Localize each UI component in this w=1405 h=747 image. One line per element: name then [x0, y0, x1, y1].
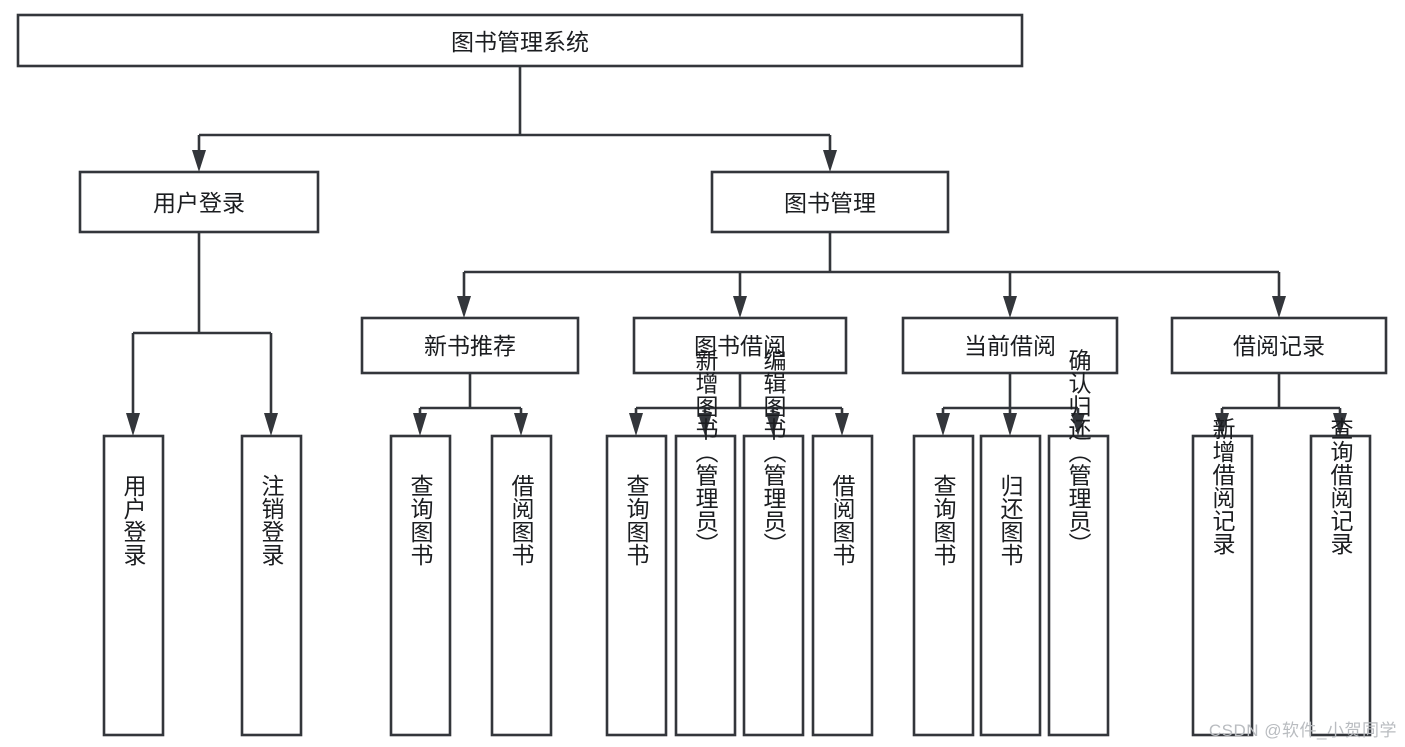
arrow-leaf-edit-book: [766, 413, 780, 436]
node-leaf-borrow-book-2[interactable]: 借阅图书: [811, 434, 874, 737]
node-leaf-query-book-2-box[interactable]: [605, 434, 668, 737]
node-leaf-add-book[interactable]: 新增图书（管理员）: [674, 349, 737, 737]
arrow-leaf-user-login: [126, 413, 140, 436]
node-root[interactable]: 图书管理系统: [16, 13, 1024, 68]
node-leaf-query-book-2-label: 查询图书: [623, 474, 650, 566]
arrow-leaf-query-book-1: [413, 413, 427, 436]
node-leaf-query-book-2[interactable]: 查询图书: [605, 434, 668, 737]
node-leaf-return-book-label: 归还图书: [997, 474, 1024, 566]
node-new-book-rec-label: 新书推荐: [424, 333, 516, 359]
connector-group: [126, 66, 1347, 436]
node-book-manage-box[interactable]: [710, 170, 950, 234]
arrow-leaf-query-book-3: [936, 413, 950, 436]
arrow-leaf-borrow-book-1: [514, 413, 528, 436]
arrow-leaf-query-record: [1333, 413, 1347, 436]
node-leaf-query-book-3-label: 查询图书: [930, 474, 957, 566]
node-leaf-borrow-book-1-box[interactable]: [490, 434, 553, 737]
node-leaf-query-record[interactable]: 查询借阅记录: [1309, 417, 1372, 737]
node-new-book-rec-box[interactable]: [360, 316, 580, 375]
node-borrow-record[interactable]: 借阅记录: [1170, 316, 1388, 375]
node-leaf-logout-box[interactable]: [240, 434, 303, 737]
node-leaf-edit-book-box[interactable]: [742, 434, 805, 737]
arrow-leaf-return-book: [1003, 413, 1017, 436]
node-leaf-logout-label: 注销登录: [258, 474, 285, 566]
node-leaf-edit-book[interactable]: 编辑图书（管理员）: [742, 349, 805, 737]
arrow-book-borrow: [733, 296, 747, 318]
node-leaf-confirm-return[interactable]: 确认归还（管理员）: [1047, 349, 1110, 737]
node-leaf-query-book-1-label: 查询图书: [407, 474, 434, 566]
arrow-current-borrow: [1003, 296, 1017, 318]
node-borrow-record-label: 借阅记录: [1233, 333, 1325, 359]
node-leaf-add-record-label: 新增借阅记录: [1209, 417, 1236, 555]
node-leaf-add-book-label: 新增图书（管理员）: [692, 349, 719, 556]
node-leaf-borrow-book-1-label: 借阅图书: [508, 474, 535, 566]
node-user-login[interactable]: 用户登录: [78, 170, 320, 234]
node-leaf-query-book-3[interactable]: 查询图书: [912, 434, 975, 737]
node-root-label: 图书管理系统: [451, 29, 589, 55]
arrow-leaf-query-book-2: [629, 413, 643, 436]
node-leaf-return-book-box[interactable]: [979, 434, 1042, 737]
node-leaf-user-login[interactable]: 用户登录: [102, 434, 165, 737]
node-leaf-query-book-1[interactable]: 查询图书: [389, 434, 452, 737]
node-user-login-box[interactable]: [78, 170, 320, 234]
node-book-borrow[interactable]: 图书借阅: [632, 316, 848, 375]
node-leaf-user-login-label: 用户登录: [120, 474, 147, 566]
node-leaf-user-login-box[interactable]: [102, 434, 165, 737]
node-borrow-record-box[interactable]: [1170, 316, 1388, 375]
arrow-leaf-add-record: [1215, 413, 1229, 436]
arrow-leaf-confirm-return: [1071, 413, 1085, 436]
node-book-borrow-box[interactable]: [632, 316, 848, 375]
node-leaf-confirm-return-box[interactable]: [1047, 434, 1110, 737]
arrow-new-book-rec: [457, 296, 471, 318]
node-leaf-add-record[interactable]: 新增借阅记录: [1191, 417, 1254, 737]
node-leaf-query-record-label: 查询借阅记录: [1327, 417, 1354, 555]
node-leaf-return-book[interactable]: 归还图书: [979, 434, 1042, 737]
arrow-leaf-add-book: [698, 413, 712, 436]
node-root-box[interactable]: [16, 13, 1024, 68]
arrow-user-login: [192, 150, 206, 172]
arrow-borrow-record: [1272, 296, 1286, 318]
node-leaf-borrow-book-2-label: 借阅图书: [829, 474, 856, 566]
node-leaf-add-record-box[interactable]: [1191, 434, 1254, 737]
node-leaf-query-book-1-box[interactable]: [389, 434, 452, 737]
node-leaf-query-book-3-box[interactable]: [912, 434, 975, 737]
node-leaf-confirm-return-label: 确认归还（管理员）: [1065, 349, 1092, 556]
node-current-borrow-label: 当前借阅: [964, 333, 1056, 359]
node-user-login-label: 用户登录: [153, 190, 245, 216]
node-book-manage[interactable]: 图书管理: [710, 170, 950, 234]
node-leaf-add-book-box[interactable]: [674, 434, 737, 737]
node-book-borrow-label: 图书借阅: [694, 333, 786, 359]
arrow-leaf-borrow-book-2: [835, 413, 849, 436]
node-leaf-logout[interactable]: 注销登录: [240, 434, 303, 737]
node-leaf-query-record-box[interactable]: [1309, 434, 1372, 737]
node-leaf-borrow-book-2-box[interactable]: [811, 434, 874, 737]
node-current-borrow[interactable]: 当前借阅: [901, 316, 1119, 375]
node-leaf-borrow-book-1[interactable]: 借阅图书: [490, 434, 553, 737]
node-book-manage-label: 图书管理: [784, 190, 876, 216]
arrow-book-manage: [823, 150, 837, 172]
csdn-watermark: CSDN @软件_小贺同学: [1208, 721, 1397, 740]
arrow-leaf-logout: [264, 413, 278, 436]
node-new-book-rec[interactable]: 新书推荐: [360, 316, 580, 375]
node-current-borrow-box[interactable]: [901, 316, 1119, 375]
node-leaf-edit-book-label: 编辑图书（管理员）: [760, 349, 787, 556]
